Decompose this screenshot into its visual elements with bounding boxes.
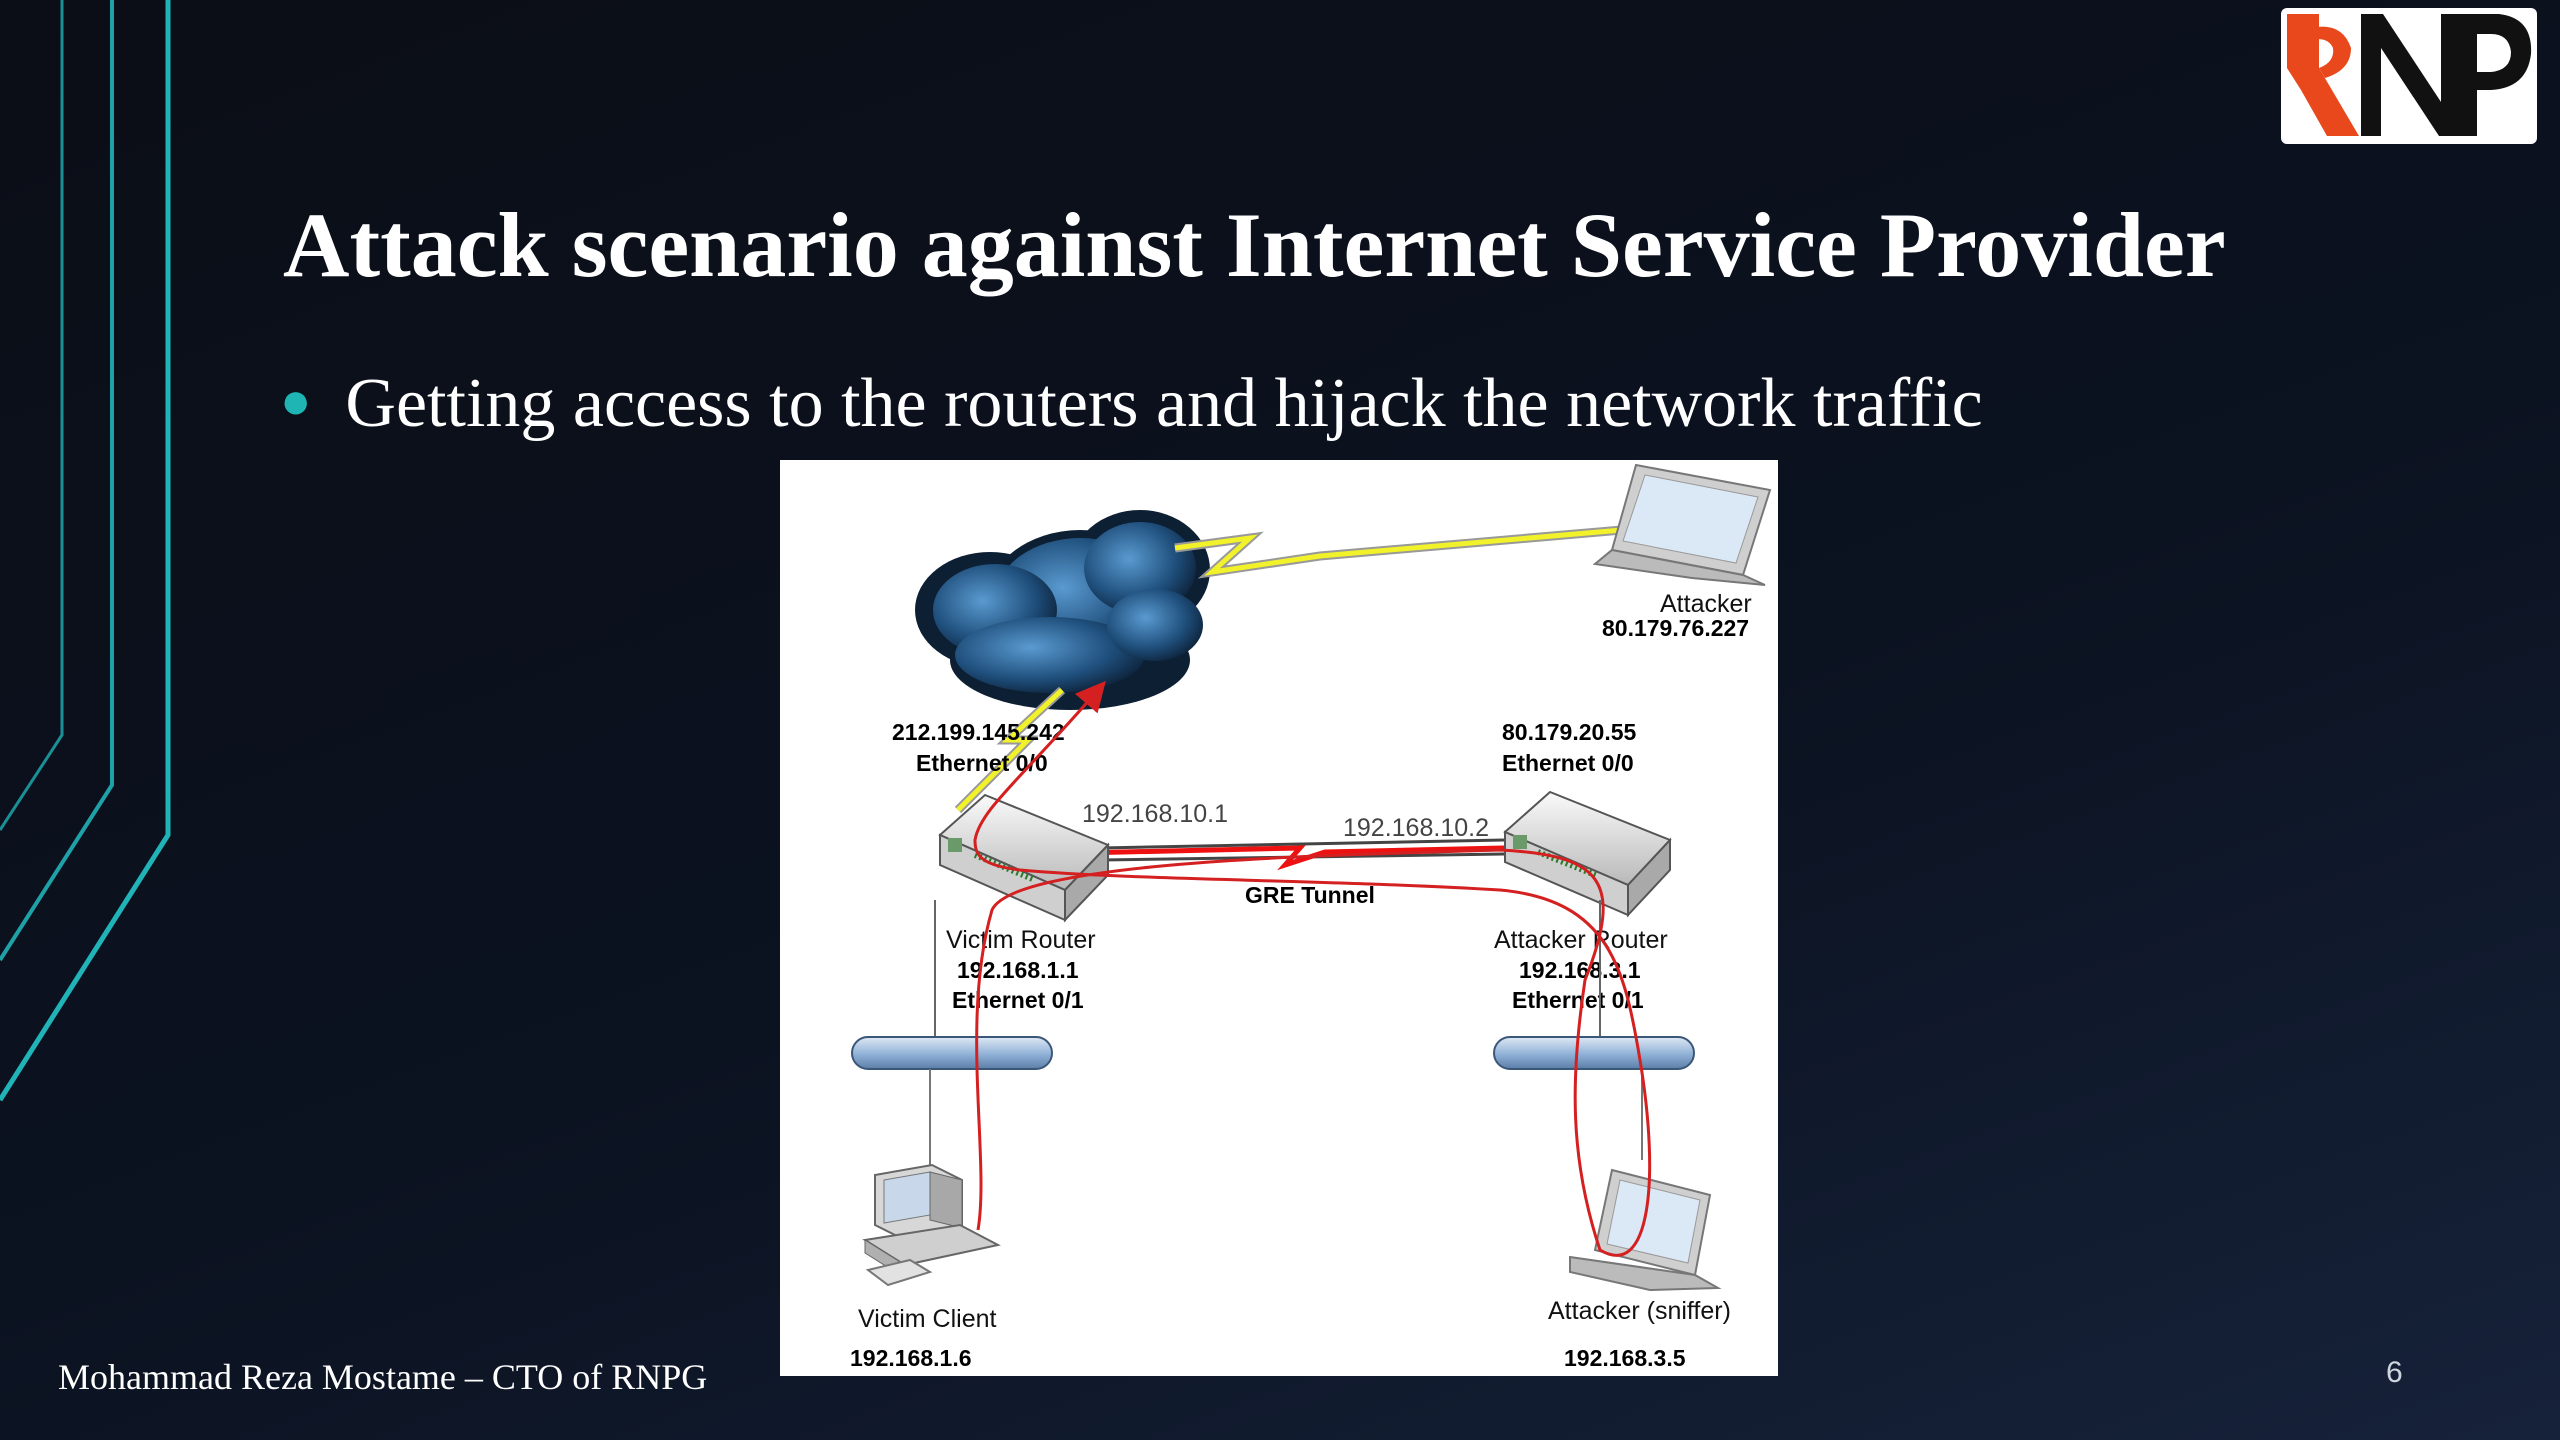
victim-router-lan-ip: 192.168.1.1 [957, 957, 1079, 983]
footer-author: Mohammad Reza Mostame – CTO of RNPG [58, 1357, 708, 1397]
victim-router-tunnel-ip: 192.168.10.1 [1082, 800, 1228, 828]
attacker-router-wan-iface: Ethernet 0/0 [1502, 750, 1634, 776]
internet-cloud-icon [915, 510, 1210, 710]
network-diagram: Attacker 80.179.76.227 212.199.145.242 E… [780, 460, 1778, 1376]
attacker-router-wan-ip: 80.179.20.55 [1502, 719, 1637, 745]
bullet-dot: ● [280, 373, 312, 430]
victim-client-ip: 192.168.1.6 [850, 1345, 972, 1371]
attacker-laptop-icon [1592, 463, 1772, 586]
victim-client-pc-icon [862, 1163, 1001, 1287]
bullet-text: Getting access to the routers and hijack… [345, 365, 1983, 442]
attacker-sniffer-name: Attacker (sniffer) [1548, 1297, 1731, 1325]
hijacked-traffic-path [973, 680, 1652, 1257]
attacker-sniffer-laptop-icon [1569, 1168, 1722, 1292]
gre-tunnel-label: GRE Tunnel [1245, 882, 1375, 908]
victim-router-wan-iface: Ethernet 0/0 [916, 750, 1048, 776]
attacker-lan-bus [1493, 1036, 1695, 1070]
gre-tunnel-bolt [1079, 845, 1505, 871]
victim-router-wan-ip: 212.199.145.242 [892, 719, 1065, 745]
decorative-lines [0, 0, 171, 1102]
victim-lan-bus [851, 1036, 1053, 1070]
victim-router-name: Victim Router [946, 926, 1096, 954]
bullet-item: ● Getting access to the routers and hijac… [280, 364, 1983, 444]
page-number: 6 [2386, 1356, 2403, 1389]
attacker-router-lan-iface: Ethernet 0/1 [1512, 987, 1644, 1013]
rnp-logo [2281, 8, 2537, 144]
attacker-router-name: Attacker Router [1494, 926, 1668, 954]
slide-title: Attack scenario against Internet Service… [283, 194, 2226, 296]
attacker-ip: 80.179.76.227 [1602, 615, 1749, 641]
attacker-sniffer-ip: 192.168.3.5 [1564, 1345, 1686, 1371]
victim-client-name: Victim Client [858, 1305, 997, 1333]
attacker-name: Attacker [1660, 590, 1752, 618]
attacker-router-tunnel-ip: 192.168.10.2 [1343, 814, 1489, 842]
victim-router-lan-iface: Ethernet 0/1 [952, 987, 1084, 1013]
